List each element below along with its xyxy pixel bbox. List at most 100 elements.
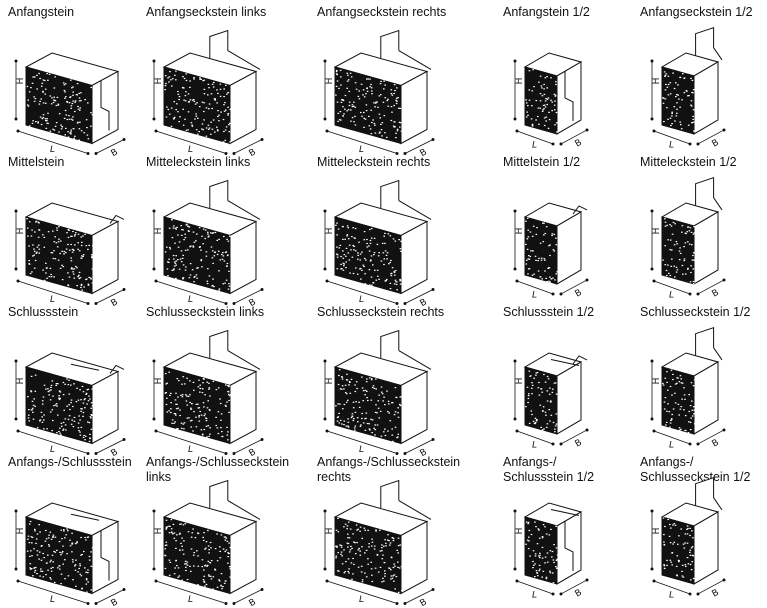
block-texture-speck bbox=[216, 253, 219, 256]
block-texture-speck bbox=[684, 415, 687, 417]
block-texture-speck bbox=[370, 87, 373, 89]
block-texture-speck bbox=[535, 259, 537, 261]
block-texture-speck bbox=[215, 424, 217, 427]
block-texture-speck bbox=[662, 259, 664, 261]
block-texture-speck bbox=[82, 391, 85, 393]
block-texture-speck bbox=[73, 383, 75, 385]
block-texture-speck bbox=[77, 121, 79, 123]
block-texture-speck bbox=[380, 123, 382, 125]
block-texture-speck bbox=[370, 259, 372, 261]
block-texture-speck bbox=[51, 430, 53, 432]
block-texture-speck bbox=[390, 272, 393, 274]
block-texture-speck bbox=[80, 286, 82, 289]
block-texture-speck bbox=[66, 553, 68, 555]
block-texture-speck bbox=[186, 404, 189, 406]
block-texture-speck bbox=[33, 548, 35, 550]
block-texture-speck bbox=[361, 115, 363, 117]
block-texture-speck bbox=[57, 104, 60, 106]
block-texture-speck bbox=[88, 244, 90, 246]
block-texture-speck bbox=[80, 554, 82, 556]
block-block bbox=[523, 52, 583, 135]
block-texture-speck bbox=[78, 567, 80, 570]
block-return-edge bbox=[398, 500, 432, 520]
block-texture-speck bbox=[337, 403, 339, 405]
block-texture-speck bbox=[362, 264, 365, 266]
block-texture-speck bbox=[36, 573, 38, 575]
block-texture-speck bbox=[370, 255, 373, 257]
block-texture-speck bbox=[370, 83, 372, 86]
block-texture-speck bbox=[534, 555, 537, 557]
block-texture-speck bbox=[212, 119, 215, 121]
block-texture-speck bbox=[78, 139, 80, 141]
block-texture-speck bbox=[54, 76, 56, 78]
block-block bbox=[660, 326, 723, 435]
block-texture-speck bbox=[356, 417, 359, 419]
block-dim-tick bbox=[122, 287, 126, 291]
block-texture-speck bbox=[187, 225, 189, 227]
block-texture-speck bbox=[664, 98, 667, 100]
block-texture-speck bbox=[211, 83, 214, 85]
block-texture-speck bbox=[79, 107, 81, 109]
block-texture-speck bbox=[210, 133, 212, 135]
block-texture-speck bbox=[387, 105, 390, 107]
block-texture-speck bbox=[170, 528, 173, 530]
block-dim-tick bbox=[652, 129, 656, 133]
block-texture-speck bbox=[351, 104, 354, 106]
block-texture-speck bbox=[29, 563, 32, 565]
block-texture-speck bbox=[532, 560, 534, 563]
block-texture-speck bbox=[534, 563, 536, 565]
block-dim-tick bbox=[431, 437, 435, 441]
block-texture-speck bbox=[62, 381, 65, 384]
block-texture-speck bbox=[394, 274, 396, 276]
block-texture-speck bbox=[386, 258, 388, 260]
block-corner-return bbox=[209, 29, 229, 59]
block-texture-speck bbox=[166, 397, 168, 399]
block-texture-speck bbox=[79, 389, 81, 391]
block-texture-speck bbox=[58, 131, 60, 133]
block-texture-speck bbox=[380, 386, 383, 388]
block-texture-speck bbox=[181, 537, 183, 539]
block-texture-speck bbox=[174, 74, 176, 76]
block-texture-speck bbox=[692, 259, 695, 261]
block-texture-speck bbox=[199, 78, 201, 80]
block-texture-speck bbox=[369, 260, 372, 262]
block-length-dim-line bbox=[326, 130, 398, 154]
block-texture-speck bbox=[61, 552, 63, 554]
block-texture-speck bbox=[373, 252, 376, 254]
block-texture-speck bbox=[54, 536, 57, 538]
block-texture-speck bbox=[43, 246, 46, 248]
block-texture-speck bbox=[667, 518, 669, 521]
block-texture-speck bbox=[72, 100, 74, 102]
block-texture-speck bbox=[395, 137, 397, 139]
block-dim-tick bbox=[14, 417, 18, 421]
block-texture-speck bbox=[538, 529, 540, 531]
block-texture-speck bbox=[347, 421, 350, 423]
block-texture-speck bbox=[64, 559, 66, 561]
block-texture-speck bbox=[391, 267, 394, 269]
block-texture-speck bbox=[528, 540, 530, 542]
block-texture-speck bbox=[369, 242, 372, 244]
block-texture-speck bbox=[663, 543, 666, 546]
block-texture-speck bbox=[685, 232, 687, 235]
block-texture-speck bbox=[208, 127, 211, 129]
block-dim-tick bbox=[260, 587, 264, 591]
block-texture-speck bbox=[355, 381, 358, 383]
block-texture-speck bbox=[228, 399, 230, 402]
block-texture-speck bbox=[666, 564, 668, 566]
block-texture-speck bbox=[52, 534, 55, 536]
block-texture-speck bbox=[664, 75, 666, 77]
block-texture-speck bbox=[336, 234, 338, 236]
block-texture-speck bbox=[189, 565, 191, 567]
block-texture-speck bbox=[192, 528, 194, 530]
block-texture-speck bbox=[34, 231, 36, 233]
block-texture-speck bbox=[77, 248, 79, 250]
block-texture-speck bbox=[71, 551, 73, 553]
block-texture-speck bbox=[335, 555, 338, 557]
block-texture-speck bbox=[663, 121, 665, 123]
block-texture-speck bbox=[42, 269, 44, 271]
block-texture-speck bbox=[70, 131, 72, 133]
block-texture-speck bbox=[66, 405, 68, 407]
block-texture-speck bbox=[676, 555, 679, 557]
